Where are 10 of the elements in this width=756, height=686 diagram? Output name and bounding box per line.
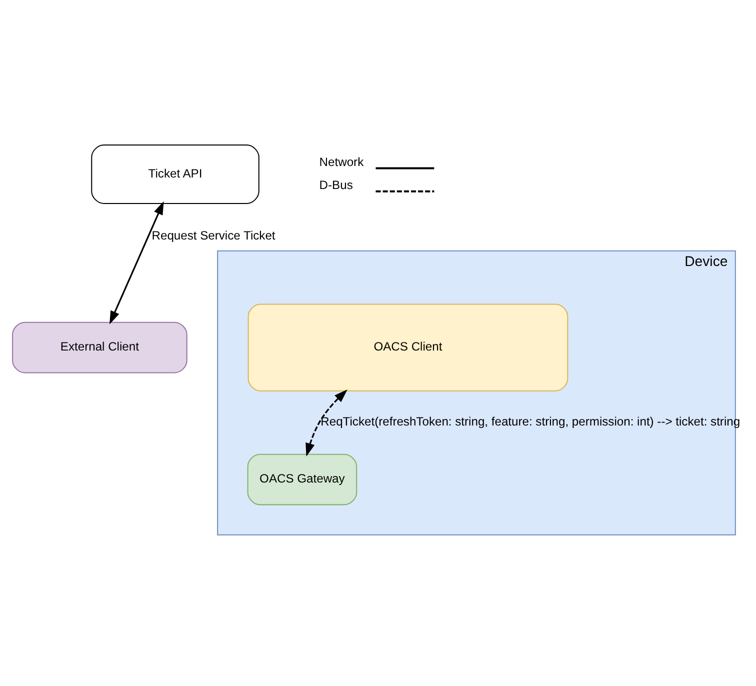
edge-label: ReqTicket(refreshToken: string, feature: string, permission: int) --> ticket: string — [320, 414, 740, 428]
node-box: OACS Client — [248, 303, 568, 391]
edge-label: Request Service Ticket — [152, 228, 276, 242]
arrow — [306, 389, 348, 456]
node-box: OACS Gateway — [247, 453, 358, 505]
legend-label: D-Bus — [319, 177, 353, 192]
node-box: External Client — [12, 321, 188, 373]
arrow — [110, 200, 164, 324]
legend-label: Network — [319, 154, 364, 168]
node-box: Ticket API — [91, 144, 260, 204]
